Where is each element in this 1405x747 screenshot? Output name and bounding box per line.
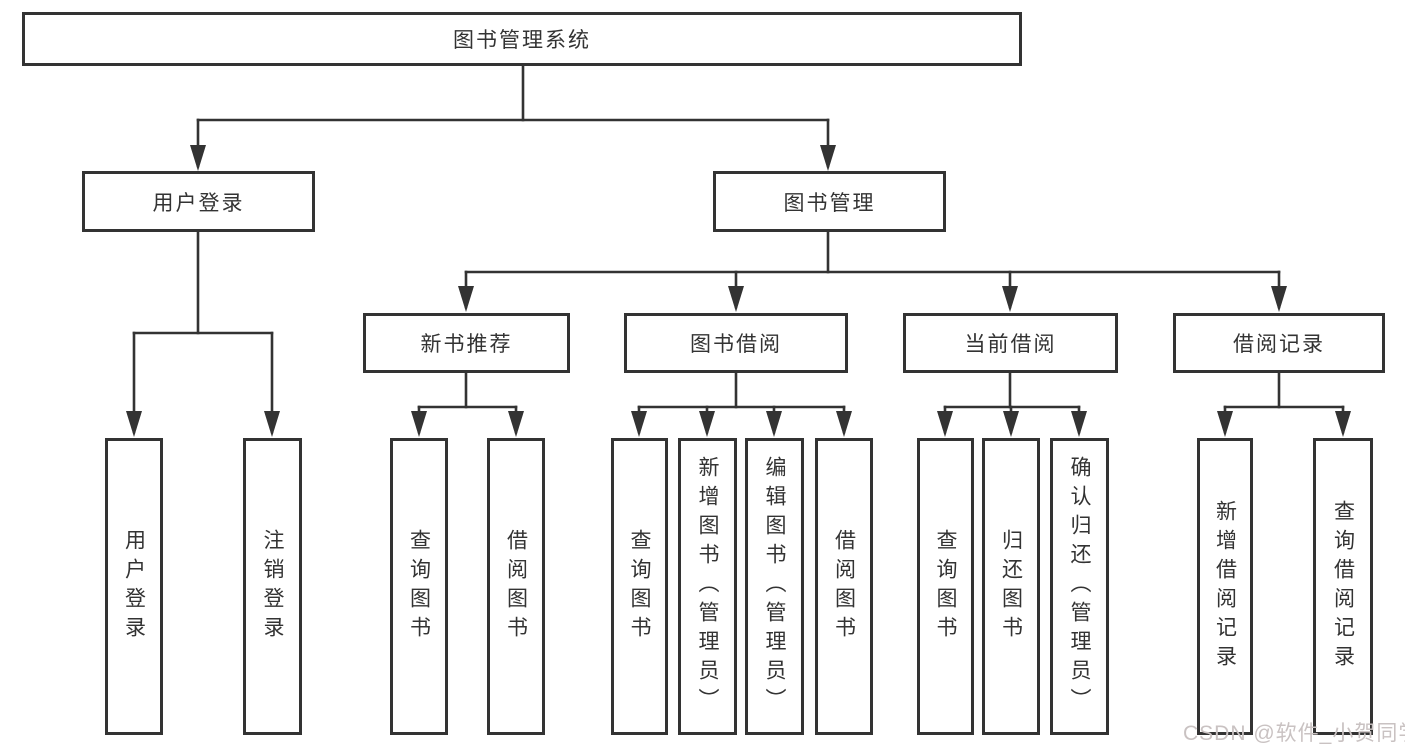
node-book-management: 图书管理 — [713, 171, 946, 232]
leaf-confirm-return-admin: 确认归还（管理员） — [1050, 438, 1109, 735]
leaf-borrow-query-books: 查询图书 — [611, 438, 668, 735]
node-user-login: 用户登录 — [82, 171, 315, 232]
leaf-add-books-admin: 新增图书（管理员） — [678, 438, 737, 735]
leaf-return-books: 归还图书 — [982, 438, 1040, 735]
leaf-query-borrow-record: 查询借阅记录 — [1313, 438, 1373, 735]
node-book-borrow: 图书借阅 — [624, 313, 848, 373]
leaf-add-borrow-record: 新增借阅记录 — [1197, 438, 1253, 735]
edge-new-book-recommend-to-leaves — [411, 371, 524, 437]
csdn-watermark: CSDN @软件_小贺同学 — [1183, 722, 1405, 745]
edge-book-borrow-to-leaves — [631, 371, 852, 437]
node-new-book-recommend: 新书推荐 — [363, 313, 570, 373]
edge-book-management-to-level3 — [458, 230, 1287, 312]
node-library-system: 图书管理系统 — [22, 12, 1022, 66]
edge-user-login-to-leaves — [126, 230, 280, 437]
node-current-borrow: 当前借阅 — [903, 313, 1118, 373]
leaf-borrow-books: 借阅图书 — [815, 438, 873, 735]
edge-current-borrow-to-leaves — [937, 371, 1087, 437]
node-borrow-records: 借阅记录 — [1173, 313, 1385, 373]
leaf-edit-books-admin: 编辑图书（管理员） — [745, 438, 804, 735]
edge-root-to-level2 — [190, 64, 836, 171]
edge-borrow-records-to-leaves — [1217, 371, 1351, 437]
leaf-recommend-query-books: 查询图书 — [390, 438, 448, 735]
leaf-logout: 注销登录 — [243, 438, 302, 735]
leaf-user-login: 用户登录 — [105, 438, 163, 735]
leaf-current-query-books: 查询图书 — [917, 438, 974, 735]
leaf-recommend-borrow-books: 借阅图书 — [487, 438, 545, 735]
